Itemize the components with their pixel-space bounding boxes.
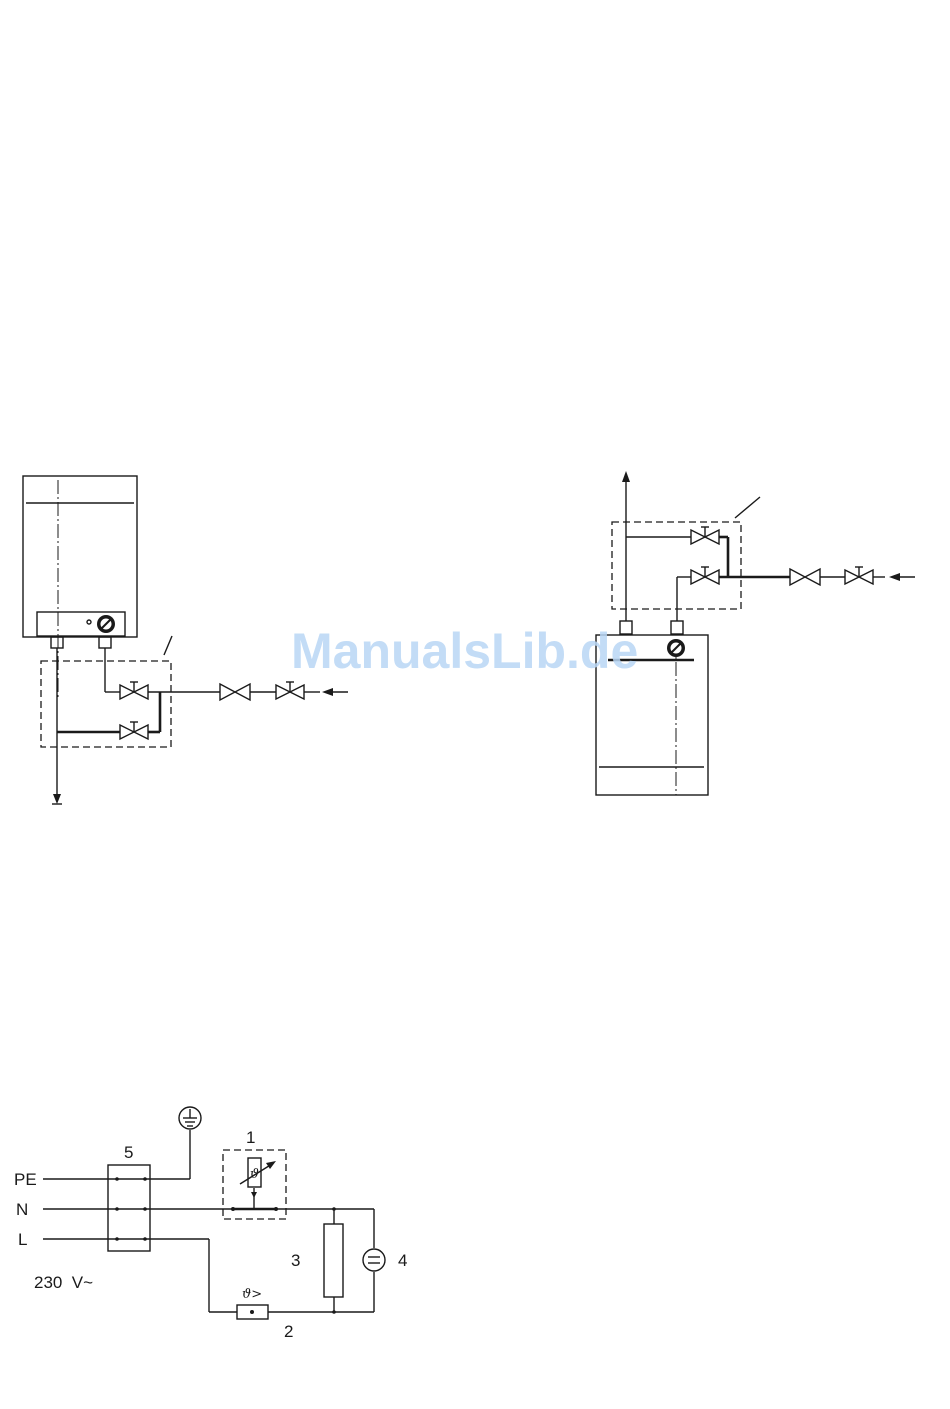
heating-element — [324, 1224, 343, 1297]
terminal-label-l: L — [18, 1230, 27, 1249]
wiring-diagram: ϑ ϑ> PE N L 230 V~ 5 1 3 4 2 — [14, 1107, 407, 1341]
valve-icon — [691, 527, 719, 544]
terminal-label-pe: PE — [14, 1170, 37, 1189]
valve-icon — [276, 682, 304, 699]
item-label-4: 4 — [398, 1251, 407, 1270]
item-label-1: 1 — [246, 1128, 255, 1147]
valve-icon — [120, 722, 148, 739]
indicator-dot — [87, 620, 91, 624]
ground-icon — [179, 1107, 201, 1129]
limiter-symbol: ϑ> — [242, 1287, 262, 1302]
check-valve-icon — [790, 569, 820, 585]
thermostat-icon: ϑ — [240, 1158, 276, 1187]
item-label-3: 3 — [291, 1251, 300, 1270]
outlet-arrow-icon — [622, 471, 630, 482]
voltage-label: 230 V~ — [34, 1273, 93, 1292]
valve-group-box — [41, 661, 171, 747]
valve-icon — [845, 567, 873, 584]
inlet-arrow-icon — [322, 688, 333, 696]
item-label-2: 2 — [284, 1322, 293, 1341]
outlet-arrow-icon — [53, 794, 61, 804]
heater-body — [23, 476, 137, 637]
outlet-stub — [51, 637, 63, 648]
check-valve-icon — [220, 684, 250, 700]
inlet-stub — [671, 621, 683, 634]
indicator-lamp-icon — [363, 1249, 385, 1271]
valve-icon — [691, 567, 719, 584]
control-knob-icon — [97, 615, 115, 633]
inlet-stub — [99, 637, 111, 648]
watermark: ManualsLib.de — [291, 623, 638, 679]
item-label-5: 5 — [124, 1143, 133, 1162]
valve-icon — [120, 682, 148, 699]
leader-line — [164, 636, 172, 655]
terminal-label-n: N — [16, 1200, 28, 1219]
control-knob-icon — [667, 639, 685, 657]
leader-line — [735, 497, 760, 518]
diagram-under-sink-installation — [596, 471, 915, 795]
inlet-arrow-icon — [889, 573, 900, 581]
